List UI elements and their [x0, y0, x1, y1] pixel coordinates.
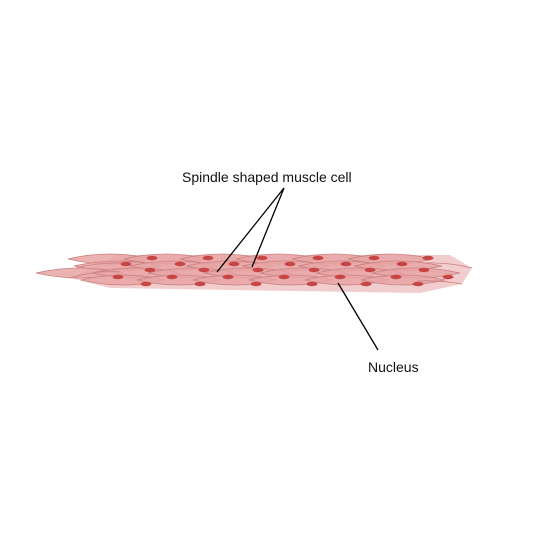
cell-nucleus — [202, 255, 214, 261]
cell-nucleus — [250, 281, 262, 287]
nucleus-label: Nucleus — [368, 359, 419, 375]
cell-nucleus — [194, 281, 206, 287]
nuclei-layer — [112, 255, 454, 287]
cell-nucleus — [422, 255, 434, 261]
cell-nucleus — [334, 274, 346, 280]
spindle-leader-line-left — [216, 187, 285, 273]
cell-nucleus — [308, 267, 320, 273]
cell-nucleus — [418, 267, 430, 273]
cell-nucleus — [144, 267, 156, 273]
spindle-leader-line-right — [251, 187, 285, 268]
cell-tapered-end — [424, 262, 473, 269]
nucleus-leader-line — [337, 282, 379, 351]
cell-nucleus — [256, 255, 268, 261]
cell-nucleus — [390, 274, 402, 280]
cell-nucleus — [306, 281, 318, 287]
cell-nucleus — [396, 261, 408, 267]
cell-nucleus — [166, 274, 178, 280]
cell-nucleus — [364, 267, 376, 273]
cell-nucleus — [412, 281, 424, 287]
cell-nucleus — [146, 255, 158, 261]
cell-nucleus — [278, 274, 290, 280]
cell-nucleus — [284, 261, 296, 267]
cell-nucleus — [368, 255, 380, 261]
cell-tapered-end — [69, 271, 121, 279]
cell-nucleus — [252, 267, 264, 273]
cell-nucleus — [442, 274, 454, 280]
spindle-muscle-cell — [360, 274, 446, 286]
cell-nucleus — [360, 281, 372, 287]
cell-nucleus — [140, 281, 152, 287]
cell-nucleus — [198, 267, 210, 273]
cell-nucleus — [112, 274, 124, 280]
spindle-cell-label: Spindle shaped muscle cell — [182, 169, 352, 185]
cell-nucleus — [174, 261, 186, 267]
cell-nucleus — [120, 261, 132, 267]
cell-nucleus — [222, 274, 234, 280]
cell-tapered-end — [75, 262, 126, 269]
leader-lines — [216, 187, 379, 351]
cell-nucleus — [340, 261, 352, 267]
cell-tapered-end — [417, 280, 463, 285]
cell-nucleus — [228, 261, 240, 267]
cell-nucleus — [312, 255, 324, 261]
cells-layer — [35, 253, 473, 293]
